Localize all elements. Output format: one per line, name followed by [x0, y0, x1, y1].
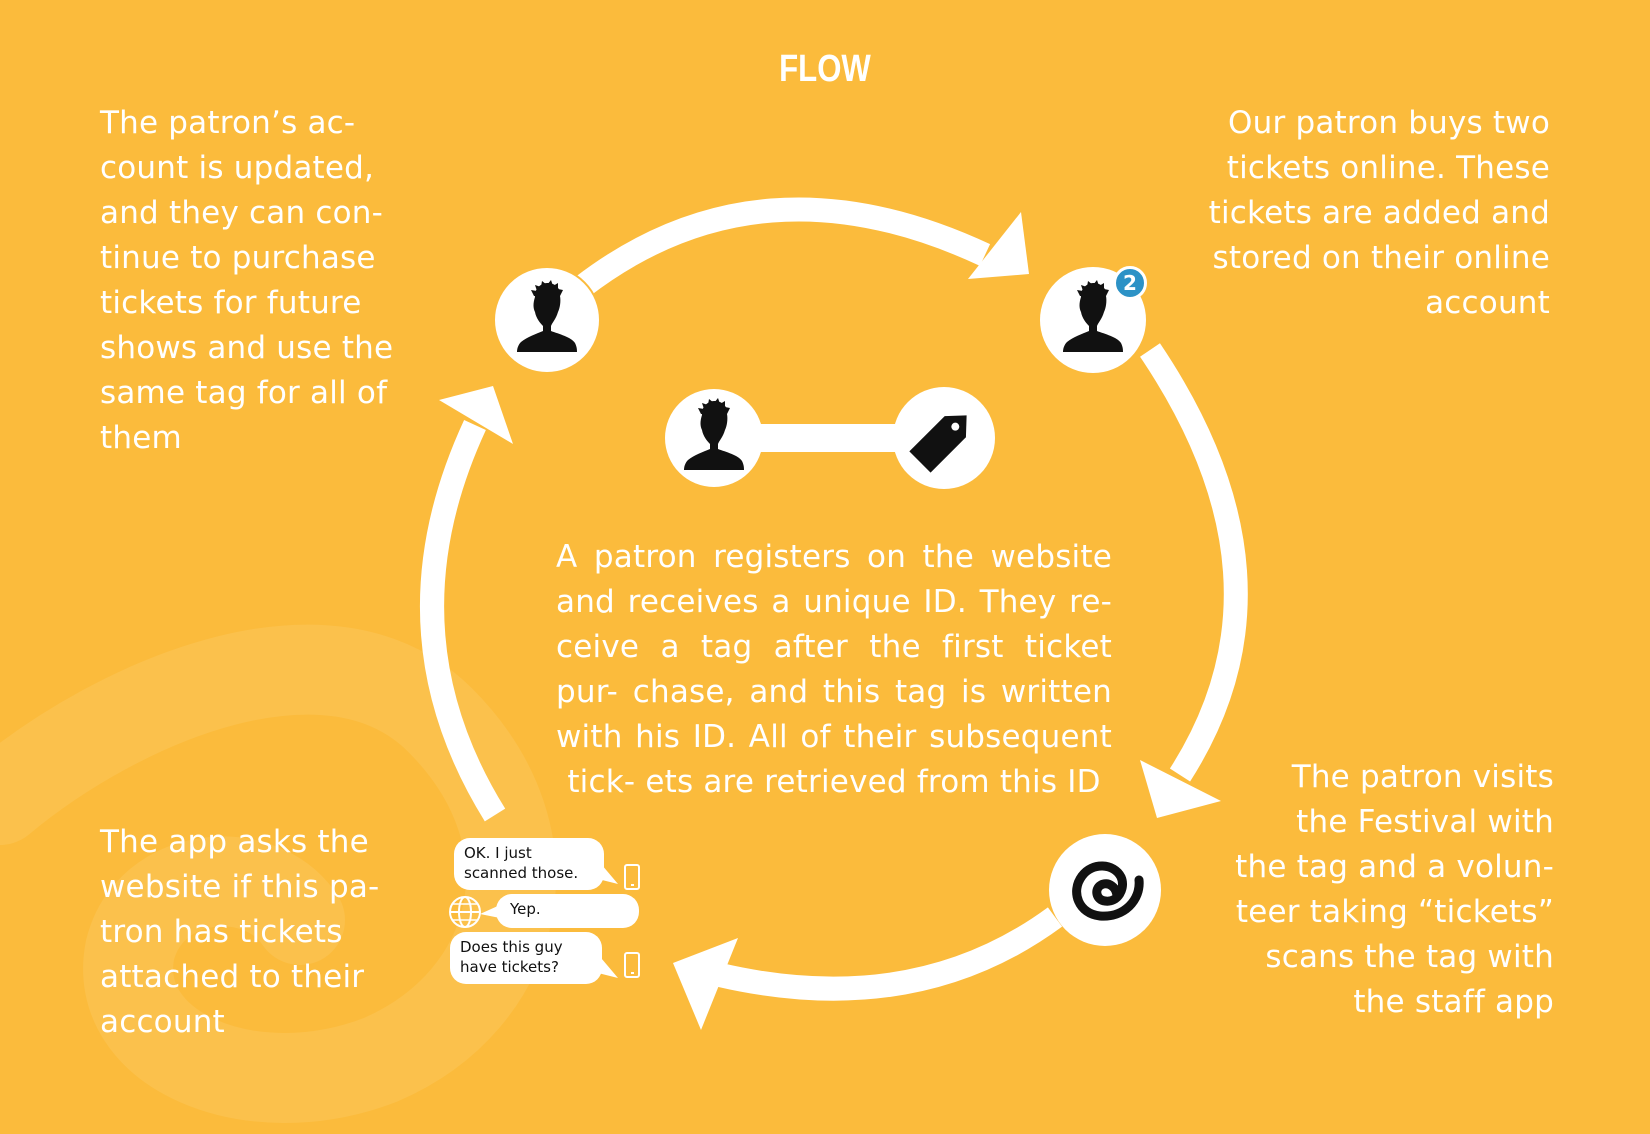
patron-updated-node	[493, 266, 601, 374]
phone-icon	[624, 864, 640, 890]
app-question-message: Does this guy have tickets?	[450, 932, 602, 984]
tag-icon	[909, 415, 967, 473]
page-title: FLOW	[779, 48, 871, 90]
website-reply-message: Yep.	[496, 894, 639, 928]
arrow-bottom	[673, 907, 1063, 1030]
step-register-text: A patron registers on the website and re…	[556, 539, 1112, 800]
step-festival-scan-text: The patron visits the Festival with the …	[1235, 759, 1554, 1020]
app-scanned-message: OK. I just scanned those.	[454, 838, 604, 890]
globe-icon	[449, 896, 481, 928]
festival-tag-node	[1049, 834, 1161, 946]
arrow-left	[420, 386, 513, 822]
arrow-right	[1140, 343, 1248, 818]
step-buy-tickets-text: Our patron buys two tickets online. Thes…	[1208, 105, 1550, 321]
registration-node	[665, 387, 995, 489]
arrow-top	[574, 197, 1029, 297]
step-app-asks-text: The app asks the website if this pa- tro…	[100, 824, 380, 1040]
ticket-count-badge: 2	[1113, 266, 1147, 300]
swirl-icon	[1072, 861, 1144, 921]
step-account-updated-text: The patron’s ac- count is updated, and t…	[100, 105, 394, 456]
phone-icon	[624, 952, 640, 978]
